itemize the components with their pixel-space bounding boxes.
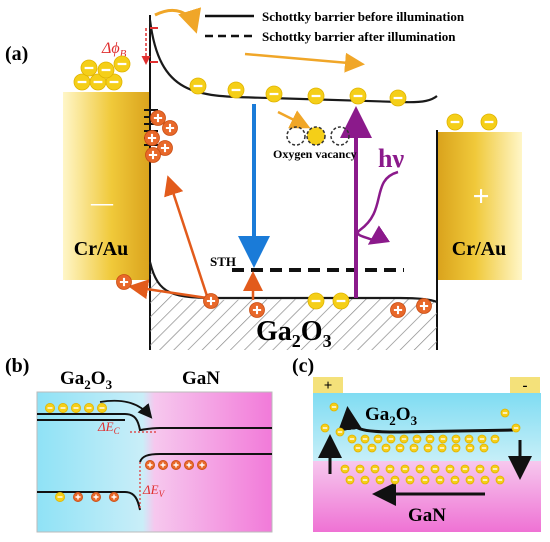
valence-band bbox=[148, 261, 438, 304]
electron-flow-arrow bbox=[244, 52, 365, 73]
c-plus: + bbox=[324, 378, 333, 394]
plus-sign bbox=[119, 277, 129, 287]
photon-squiggle bbox=[356, 170, 399, 245]
plus-sign bbox=[75, 494, 81, 500]
holes-a bbox=[116, 110, 432, 318]
right-sign: + bbox=[472, 180, 489, 213]
plus-sign bbox=[111, 494, 117, 500]
b-right-material: GaN bbox=[182, 368, 220, 389]
oxygen-vacancy-cluster bbox=[286, 126, 350, 146]
plus-sign bbox=[186, 462, 192, 468]
right-contact-label: Cr/Au bbox=[452, 238, 506, 260]
delta-ev: ΔEV bbox=[142, 482, 166, 499]
delta-phi: ΔϕB bbox=[101, 40, 127, 60]
electrons-a bbox=[73, 55, 498, 310]
panel-c: (c) + - Ga2O3 GaN bbox=[292, 355, 541, 532]
panel-b: (b) Ga2O3 GaN ΔEC ΔEV bbox=[5, 355, 273, 533]
heterojunction-box bbox=[36, 391, 273, 533]
c-bottom-material: GaN bbox=[408, 505, 446, 526]
valence-hatch bbox=[150, 262, 437, 350]
plus-sign bbox=[160, 462, 166, 468]
c-minus-pad bbox=[510, 377, 540, 393]
plus-sign bbox=[199, 462, 205, 468]
right-contact bbox=[437, 132, 522, 280]
particles-c bbox=[320, 402, 521, 485]
b-left-material: Ga2O3 bbox=[60, 368, 113, 392]
barrier-ticks bbox=[144, 27, 158, 146]
plus-sign bbox=[393, 305, 403, 315]
legend-dashed: Schottky barrier after illumination bbox=[262, 29, 456, 44]
panel-a-label: (a) bbox=[5, 43, 28, 65]
plus-sign bbox=[206, 296, 216, 306]
delta-ec: ΔEC bbox=[97, 419, 121, 436]
barrier-hop-arrow bbox=[154, 7, 202, 34]
particles-b bbox=[45, 402, 207, 502]
plus-sign bbox=[148, 150, 158, 160]
plus-sign bbox=[147, 462, 153, 468]
plus-sign bbox=[147, 133, 157, 143]
panel-c-label: (c) bbox=[292, 355, 314, 377]
c-plus-pad bbox=[313, 377, 343, 393]
hole-arrows bbox=[128, 175, 263, 300]
left-contact bbox=[63, 92, 151, 280]
plus-sign bbox=[173, 462, 179, 468]
panel-a: (a) — Cr/Au + Cr/Au ΔϕB bbox=[5, 7, 522, 351]
plus-sign bbox=[419, 301, 429, 311]
material-label: Ga2O3 bbox=[256, 316, 332, 351]
c-band-arrow bbox=[338, 406, 514, 434]
left-sign: — bbox=[90, 190, 114, 215]
plus-sign bbox=[153, 113, 163, 123]
c-gan-layer bbox=[313, 461, 541, 532]
trap-arrow bbox=[277, 110, 311, 129]
plus-sign bbox=[160, 143, 170, 153]
plus-sign bbox=[93, 494, 99, 500]
conduction-band bbox=[148, 19, 438, 104]
plus-sign bbox=[165, 123, 175, 133]
legend-solid: Schottky barrier before illumination bbox=[262, 9, 465, 24]
panel-b-label: (b) bbox=[5, 355, 29, 377]
hv-label: hν bbox=[378, 144, 404, 173]
legend: Schottky barrier before illumination Sch… bbox=[205, 9, 465, 44]
c-minus: - bbox=[523, 378, 528, 394]
sth-label: STH bbox=[210, 254, 236, 269]
left-contact-label: Cr/Au bbox=[74, 238, 128, 260]
plus-sign bbox=[252, 305, 262, 315]
c-top-material: Ga2O3 bbox=[365, 404, 418, 428]
oxygen-vacancy-label: Oxygen vacancy bbox=[273, 147, 357, 161]
